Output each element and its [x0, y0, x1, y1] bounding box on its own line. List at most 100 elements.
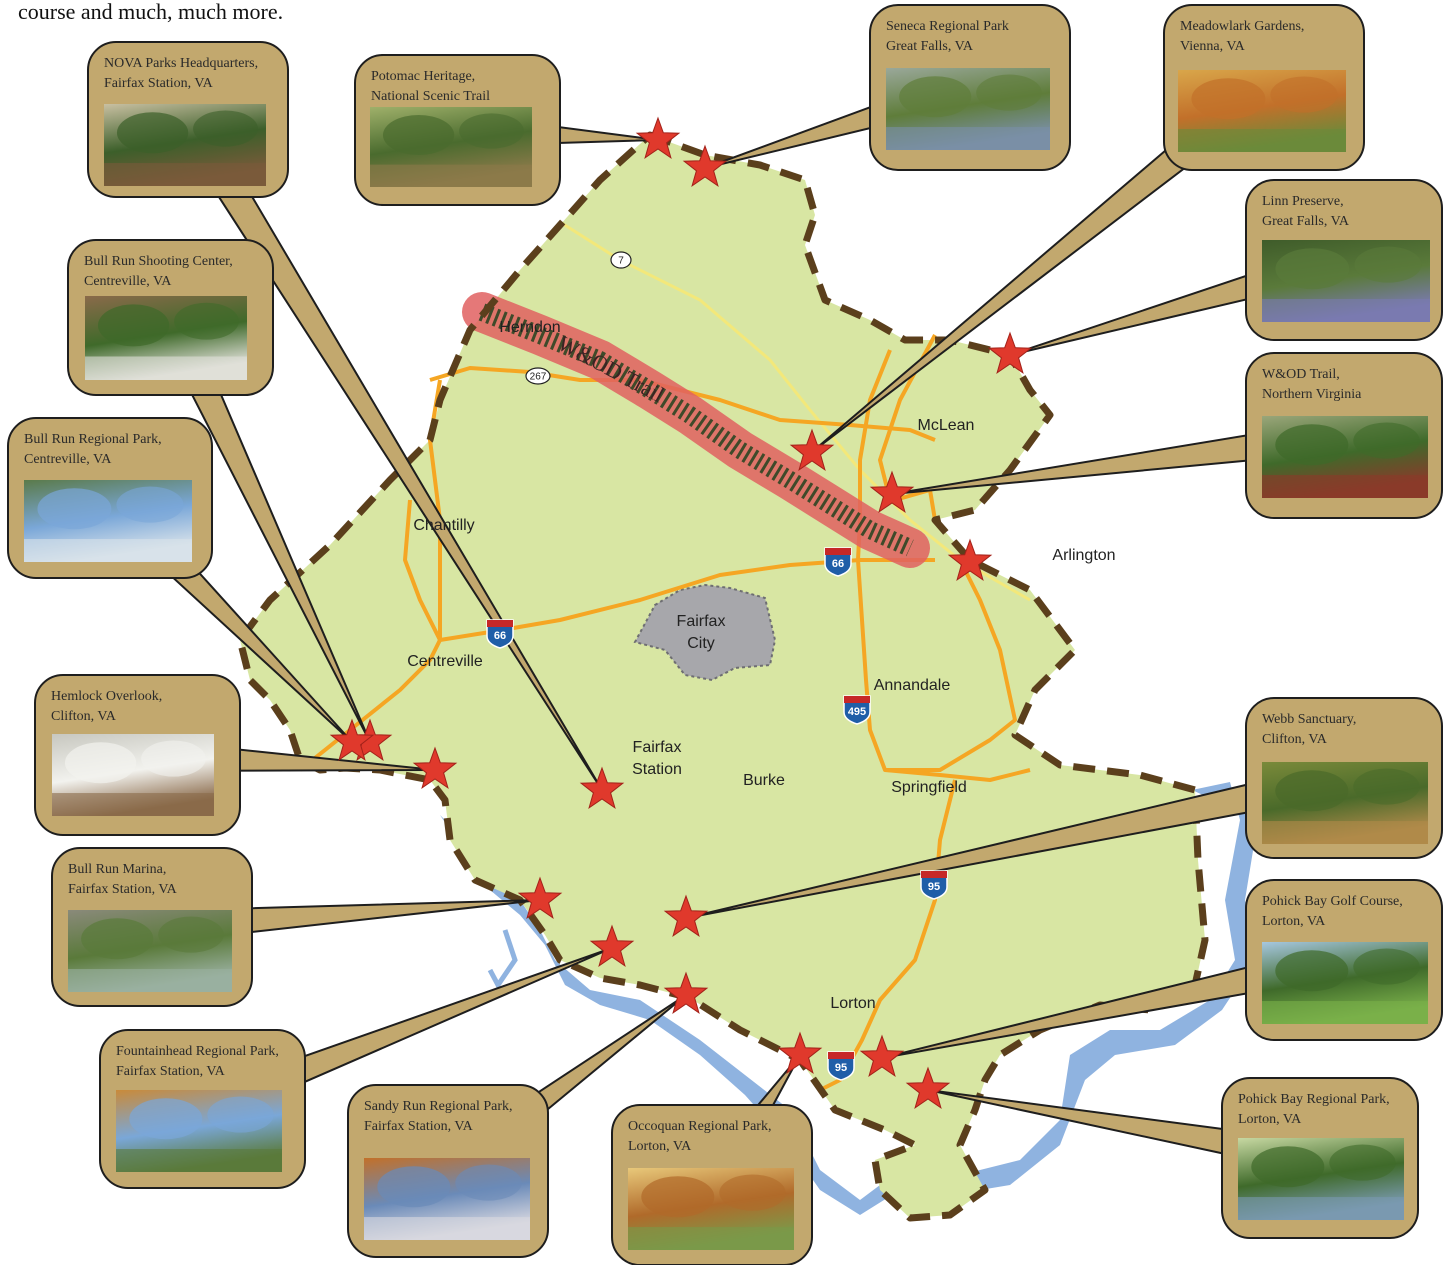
callout-title: Bull Run Marina, — [68, 862, 166, 877]
interstate-495-shield: 495 — [843, 695, 871, 725]
park-star-icon[interactable] — [412, 746, 458, 789]
route-7-shield: 7 — [610, 251, 632, 269]
callout-subtitle: Centreville, VA — [84, 274, 172, 289]
park-star-icon[interactable] — [663, 971, 709, 1014]
park-star-icon[interactable] — [517, 876, 563, 919]
callout-title: Pohick Bay Golf Course, — [1262, 894, 1403, 909]
callout-subtitle: Lorton, VA — [1238, 1112, 1302, 1127]
callout-photo — [116, 1090, 282, 1172]
park-star-icon[interactable] — [777, 1031, 823, 1074]
callout-subtitle: Centreville, VA — [24, 452, 112, 467]
callout-subtitle: Fairfax Station, VA — [68, 882, 178, 897]
route-number: 95 — [928, 881, 940, 893]
park-star-icon[interactable] — [329, 718, 375, 761]
park-star-icon[interactable] — [869, 470, 915, 513]
park-star-icon[interactable] — [663, 894, 709, 937]
place-label: Annandale — [874, 677, 951, 694]
callout-pohick-golf: Pohick Bay Golf Course, Lorton, VA — [881, 879, 1443, 1059]
park-star-icon[interactable] — [987, 331, 1033, 374]
place-label: Lorton — [830, 995, 875, 1012]
callout-title: Hemlock Overlook, — [51, 689, 162, 704]
park-star-icon[interactable] — [859, 1034, 905, 1077]
callout-title: Pohick Bay Regional Park, — [1238, 1092, 1390, 1107]
callout-title: Fountainhead Regional Park, — [116, 1044, 279, 1059]
place-label: Station — [632, 761, 682, 778]
park-star-icon[interactable] — [682, 144, 728, 187]
minor-roads — [559, 220, 1031, 602]
place-label: Fairfax — [677, 613, 726, 630]
water-bodies — [440, 782, 1258, 1215]
callout-fountainhead: Fountainhead Regional Park, Fairfax Stati… — [99, 947, 613, 1189]
bull-run-creek — [487, 929, 518, 990]
callout-photo — [85, 296, 247, 380]
place-label: Chantilly — [413, 517, 474, 534]
park-callouts: NOVA Parks Headquarters, Fairfax Station,… — [7, 4, 1443, 1265]
place-label: McLean — [918, 417, 975, 434]
callout-title: Meadowlark Gardens, — [1180, 19, 1304, 34]
intro-text: course and much, much more. — [18, 0, 284, 24]
callout-photo — [24, 480, 192, 562]
county-border — [236, 131, 1209, 1222]
callout-subtitle: Lorton, VA — [628, 1139, 692, 1154]
callout-photo — [1238, 1138, 1404, 1220]
park-star-icon[interactable] — [589, 924, 635, 967]
park-star-icon[interactable] — [905, 1066, 951, 1109]
callout-wod: W&OD Trail, Northern Virginia — [891, 352, 1443, 519]
route-number: 495 — [848, 706, 866, 718]
route-267-shield: 267 — [525, 367, 551, 385]
callout-title: Occoquan Regional Park, — [628, 1119, 771, 1134]
callout-subtitle: Northern Virginia — [1262, 387, 1362, 402]
park-star-icon[interactable] — [579, 766, 625, 809]
place-labels: HerndonMcLeanChantillyArlingtonFairfaxCi… — [407, 319, 1115, 1012]
place-label: Springfield — [891, 779, 967, 796]
callout-photo — [1262, 942, 1428, 1024]
fairfax-city-area — [633, 583, 777, 682]
callout-title: Linn Preserve, — [1262, 194, 1344, 209]
callout-photo — [1262, 416, 1428, 498]
wod-trail — [462, 292, 930, 568]
park-star-icon[interactable] — [789, 428, 835, 471]
callout-photo — [628, 1168, 794, 1250]
callout-photo — [1178, 70, 1346, 152]
callout-hemlock: Hemlock Overlook, Clifton, VA — [34, 674, 436, 836]
callout-title: W&OD Trail, — [1262, 367, 1340, 382]
callout-bull-run-shooting: Bull Run Shooting Center,Centreville, VA — [67, 239, 371, 743]
interstate-66-shield: 66 — [486, 619, 514, 649]
callout-bull-run-regional: Bull Run Regional Park, Centreville, VA — [7, 417, 353, 743]
callout-subtitle: Vienna, VA — [1180, 39, 1246, 54]
callout-title: NOVA Parks Headquarters, — [104, 56, 258, 71]
park-star-icon[interactable] — [947, 538, 993, 581]
callout-subtitle: Clifton, VA — [51, 709, 117, 724]
callout-subtitle: Lorton, VA — [1262, 914, 1326, 929]
callout-subtitle: Fairfax Station, VA — [364, 1119, 474, 1134]
place-label: City — [687, 635, 715, 652]
callout-title: Potomac Heritage, — [371, 69, 475, 84]
callout-subtitle: Clifton, VA — [1262, 732, 1328, 747]
callout-occoquan: Occoquan Regional Park, Lorton, VA — [611, 1054, 813, 1265]
callout-photo — [886, 68, 1050, 150]
route-shields: 7 267 66 66 495 95 95 — [486, 251, 948, 1081]
callout-photo — [104, 104, 266, 186]
potomac-occoquan-river — [440, 782, 1258, 1215]
callout-photo — [68, 910, 232, 992]
place-label: Fairfax — [633, 739, 682, 756]
place-label: Herndon — [499, 319, 560, 336]
route-number: 267 — [530, 372, 547, 383]
callout-pohick-regional: Pohick Bay Regional Park, Lorton, VA — [927, 1077, 1419, 1239]
callout-subtitle: Fairfax Station, VA — [104, 76, 214, 91]
route-number: 7 — [618, 256, 624, 267]
callout-subtitle: Fairfax Station, VA — [116, 1064, 226, 1079]
route-number: 66 — [832, 558, 844, 570]
callout-subtitle: Great Falls, VA — [1262, 214, 1350, 229]
callout-photo — [1262, 240, 1430, 322]
callout-title: Bull Run Regional Park, — [24, 432, 162, 447]
callout-title: Seneca Regional Park — [886, 19, 1009, 34]
callout-webb: Webb Sanctuary,Clifton, VA — [685, 697, 1443, 919]
park-star-icon[interactable] — [635, 116, 681, 159]
callout-title: Sandy Run Regional Park, — [364, 1099, 513, 1114]
callout-subtitle: National Scenic Trail — [371, 89, 490, 104]
wod-trail-line — [478, 303, 914, 557]
interstate-95-shield: 95 — [827, 1051, 855, 1081]
